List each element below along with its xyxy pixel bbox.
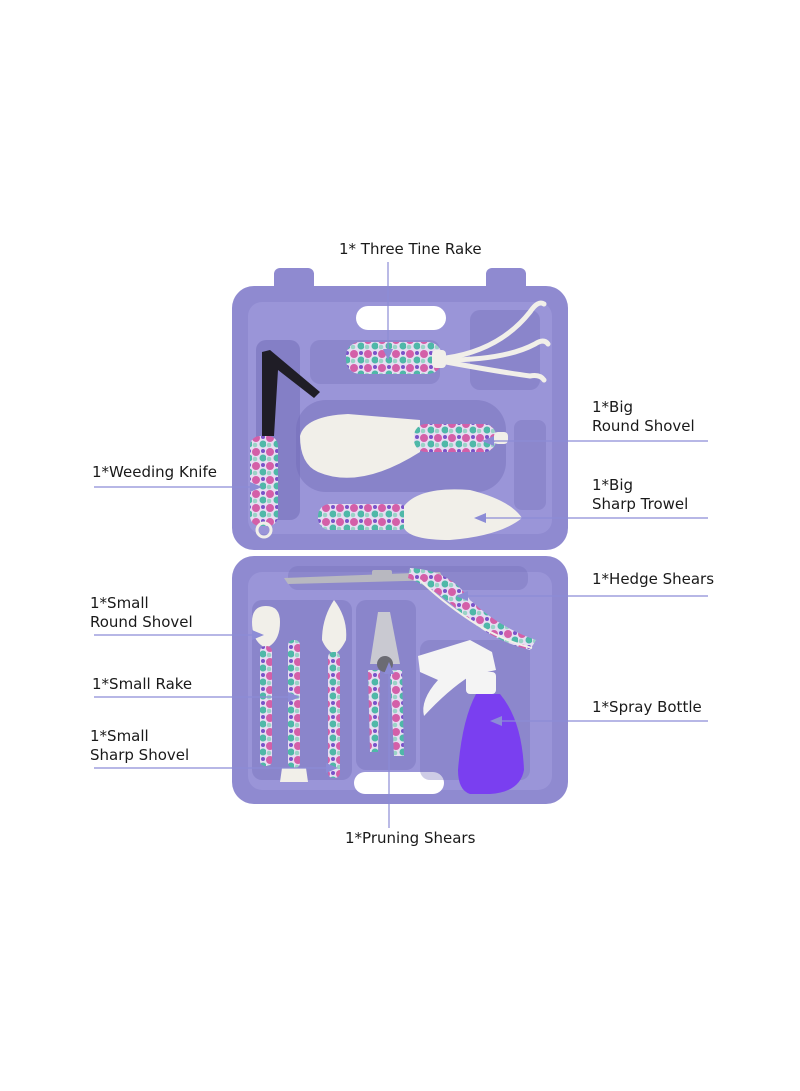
label-text: 1*Weeding Knife [92,463,217,481]
label-text-line-2: Sharp Trowel [592,495,689,513]
label-text: 1*Pruning Shears [345,829,476,847]
label-text-line-1: 1*Small [90,594,149,612]
hedge-shears-tool [284,568,536,650]
label-weeding-knife: 1*Weeding Knife [92,463,217,482]
small-rake-tool [280,640,308,782]
label-text: 1*Hedge Shears [592,570,715,588]
small-round-shovel-tool [252,606,280,766]
label-text-line-2: Round Shovel [592,417,695,435]
label-three-tine-rake: 1* Three Tine Rake [339,240,482,259]
label-text: 1* Three Tine Rake [339,240,482,258]
spray-bottle-tool [418,640,524,794]
label-hedge-shears: 1*Hedge Shears [592,570,714,589]
label-big-round-shovel: 1*Big Round Shovel [592,398,695,436]
big-sharp-trowel-tool [318,489,522,540]
label-text-line-1: 1*Big [592,476,634,494]
weeding-knife-tool [250,350,320,539]
label-text: 1*Small Rake [92,675,193,693]
label-small-round-shovel: 1*Small Round Shovel [90,594,193,632]
label-text-line-1: 1*Small [90,727,149,745]
label-pruning-shears: 1*Pruning Shears [345,829,475,848]
big-round-shovel-tool [300,414,508,478]
label-text-line-2: Sharp Shovel [90,746,190,764]
label-text-line-2: Round Shovel [90,613,193,631]
label-big-sharp-trowel: 1*Big Sharp Trowel [592,476,688,514]
label-text-line-1: 1*Big [592,398,634,416]
three-tine-rake-tool [346,300,551,383]
label-small-sharp-shovel: 1*Small Sharp Shovel [90,727,189,765]
small-sharp-shovel-tool [322,600,347,778]
pruning-shears-tool [368,612,404,756]
label-spray-bottle: 1*Spray Bottle [592,698,702,717]
callout-lines [94,262,708,828]
label-small-rake: 1*Small Rake [92,675,192,694]
label-text: 1*Spray Bottle [592,698,702,716]
